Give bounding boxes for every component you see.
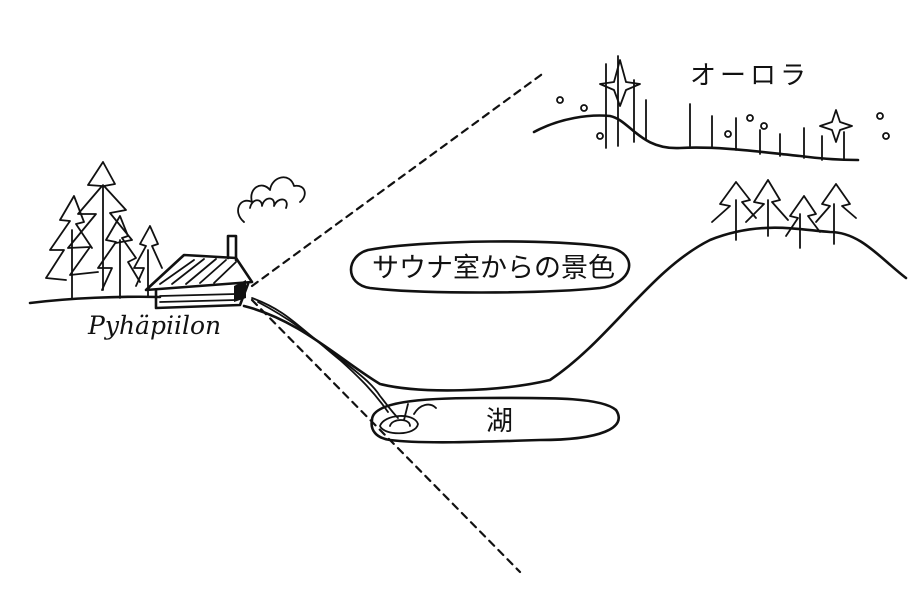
pine-tree-4	[133, 225, 163, 297]
star-icon	[599, 59, 641, 107]
stream-2	[257, 301, 389, 413]
pine-tree-2	[45, 195, 93, 299]
left-ground	[28, 295, 162, 305]
pine-tree-7	[785, 195, 821, 249]
sightline-lower	[250, 298, 522, 574]
right-forest	[711, 179, 857, 249]
steam-icon	[237, 176, 306, 223]
place-name-label: Pyhäpiilon	[87, 311, 221, 340]
star-icon-2	[819, 109, 853, 143]
aurora-drawing	[532, 55, 890, 162]
cabin-wall-lines	[159, 293, 237, 303]
star-dot-icon	[596, 132, 604, 140]
star-dot-icon	[724, 130, 732, 138]
star-dot-icon	[556, 96, 564, 104]
lake-outline	[370, 396, 620, 444]
cabin-chimney	[226, 234, 238, 262]
sauna-cabin	[144, 234, 254, 310]
star-dot-icon	[882, 132, 890, 140]
cabin-window	[234, 280, 246, 302]
lake-label: 湖	[486, 406, 513, 437]
star-dot-icon	[746, 114, 754, 122]
pine-tree-8	[815, 183, 857, 245]
left-forest	[28, 161, 163, 305]
sightline-upper	[250, 70, 547, 288]
star-dot-icon	[760, 122, 768, 130]
star-dot-icon	[580, 104, 588, 112]
sauna-view-bubble	[349, 240, 631, 294]
aurora-curtain-base	[532, 114, 860, 162]
valley-hill-outline	[242, 226, 908, 392]
cabin-roof-lines	[159, 258, 237, 285]
pine-tree-1	[67, 161, 133, 291]
stream	[251, 297, 399, 419]
pine-tree-6	[745, 179, 789, 237]
sauna-view-label: サウナ室からの景色	[372, 253, 615, 284]
pine-tree-3	[97, 215, 141, 299]
lake-ripple-icon	[379, 403, 437, 435]
aurora-label: オーロラ	[690, 61, 810, 91]
star-dot-icon	[876, 112, 884, 120]
pine-tree-5	[711, 181, 757, 241]
